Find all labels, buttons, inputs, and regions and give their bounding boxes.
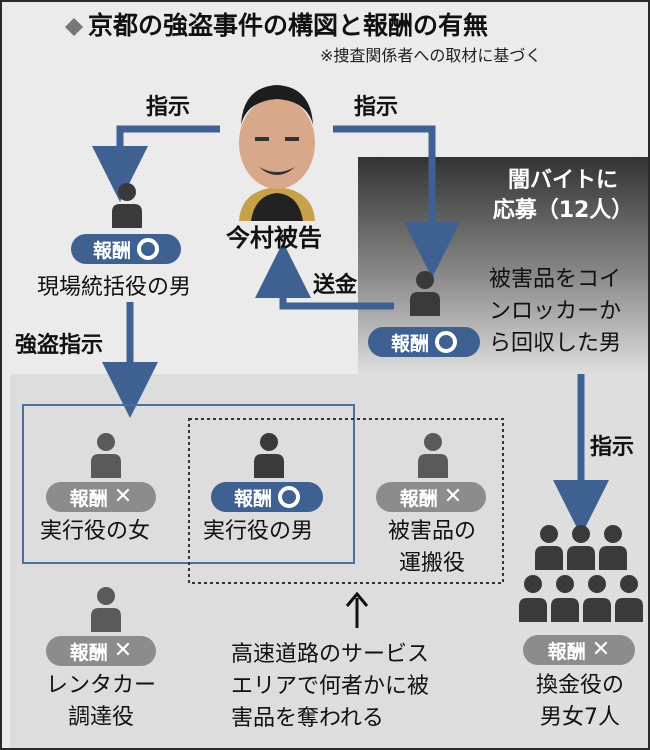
- exec-man-label: 実行役の男: [203, 519, 314, 544]
- reward-badge-locker-man: 報酬: [368, 327, 480, 357]
- cross-mark-icon: ✕: [113, 638, 133, 663]
- note-text: 高速道路のサービス エリアで何者かに被 害品を奪われる: [231, 642, 430, 731]
- person-icon: [252, 432, 286, 482]
- reward-badge-site-leader: 報酬: [71, 234, 181, 264]
- reward-badge-exec-woman: 報酬✕: [46, 482, 156, 512]
- diagram-title: 京都の強盗事件の構図と報酬の有無: [64, 6, 488, 42]
- source-note: ※捜査関係者への取材に基づく: [320, 46, 542, 65]
- cashers-label: 換金役の 男女7人: [535, 673, 624, 730]
- circle-mark-icon: [435, 331, 457, 353]
- yami-baito-label: 闇バイトに 応募（12人）: [492, 168, 634, 223]
- circle-mark-icon: [137, 238, 159, 260]
- circle-mark-icon: [278, 486, 300, 508]
- arrow-shiji-right: [333, 125, 460, 278]
- cross-mark-icon: ✕: [591, 637, 611, 662]
- people-group-icon: [515, 522, 647, 642]
- exec-dotted-box: [188, 418, 504, 584]
- person-icon: [89, 432, 123, 482]
- reward-badge-cashers: 報酬✕: [523, 635, 635, 665]
- label-goutou-shiji: 強盗指示: [15, 333, 104, 358]
- arrow-shiji-left: [92, 125, 220, 202]
- rental-label: レンタカー 調達役: [45, 673, 156, 730]
- label-shiji-down: 指示: [590, 435, 635, 460]
- reward-badge-exec-man: 報酬: [211, 482, 323, 512]
- person-icon: [416, 432, 450, 482]
- exec-woman-label: 実行役の女: [40, 519, 151, 544]
- defendant-photo: [221, 75, 333, 221]
- locker-man-label: 被害品をコイ ンロッカーか ら回収した男: [489, 267, 622, 356]
- label-shiji-left: 指示: [146, 95, 191, 120]
- cross-mark-icon: ✕: [113, 484, 133, 509]
- defendant-label: 今村被告: [226, 224, 322, 252]
- arrow-soukin: [255, 242, 394, 310]
- reward-badge-rental: 報酬✕: [46, 636, 156, 666]
- person-icon: [89, 586, 123, 636]
- reward-badge-carrier: 報酬✕: [376, 482, 486, 512]
- label-shiji-right: 指示: [354, 95, 399, 120]
- carrier-label: 被害品の 運搬役: [387, 519, 476, 576]
- site-leader-label: 現場統括役の男: [37, 275, 192, 300]
- cross-mark-icon: ✕: [443, 484, 463, 509]
- person-icon: [110, 182, 144, 232]
- label-soukin: 送金: [313, 273, 358, 298]
- person-icon: [408, 270, 442, 320]
